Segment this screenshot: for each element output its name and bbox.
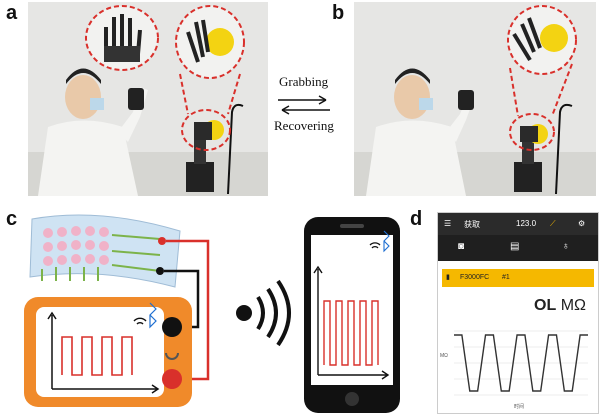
reading-value: OL	[534, 297, 557, 314]
camera-icon[interactable]: ◙	[458, 241, 465, 252]
wifi-icon	[133, 317, 147, 325]
photo-recovering	[354, 2, 596, 196]
photo-grabbing	[28, 2, 268, 196]
device-signal	[61, 336, 133, 376]
app-top-bar: ☰ 获取 123.0 ⟋ ⚙	[438, 213, 598, 235]
panel-label-b: b	[332, 2, 345, 24]
resistance-chart	[454, 330, 588, 396]
app-screenshot: ☰ 获取 123.0 ⟋ ⚙ ◙ ▤ ♁ ▮ F3000FC #1 OL MΩ …	[437, 212, 599, 414]
y-axis-label: MΩ	[440, 353, 448, 359]
x-axis-label: 时间	[514, 404, 525, 410]
app-value: 123.0	[516, 219, 537, 228]
grabbing-label: Grabbing	[279, 74, 329, 89]
device-header: ▮ F3000FC #1	[442, 269, 594, 287]
resistance-reading: OL MΩ	[534, 297, 586, 315]
app-toolbar: ◙ ▤ ♁	[438, 235, 598, 261]
panel-label-c: c	[6, 208, 18, 230]
bluetooth-icon	[149, 302, 157, 329]
menu-icon[interactable]: ☰	[444, 219, 452, 228]
device-icon: ▮	[446, 274, 450, 281]
photo-recovering-illustration	[354, 5, 596, 196]
phone-signal	[323, 300, 379, 366]
panel-label-d: d	[410, 208, 423, 230]
app-menu-label[interactable]: 获取	[464, 220, 480, 229]
system-diagram	[24, 214, 400, 413]
settings-icon[interactable]: ⚙	[578, 219, 586, 228]
bidirectional-arrows	[278, 95, 330, 115]
phone-wifi-icon	[369, 242, 381, 249]
reading-unit: MΩ	[560, 297, 586, 314]
photo-grabbing-illustration	[28, 5, 268, 196]
device-name: F3000FC	[460, 274, 490, 281]
recovering-label: Recovering	[274, 118, 334, 133]
device-channel: #1	[502, 274, 510, 281]
clipboard-icon[interactable]: ▤	[510, 241, 520, 252]
resistance-series-line	[454, 334, 588, 392]
wireless-source	[236, 305, 252, 321]
phone-bluetooth-icon	[383, 230, 390, 253]
sensor-array	[43, 226, 109, 266]
trend-icon[interactable]: ⟋	[550, 219, 556, 228]
panel-label-a: a	[6, 2, 18, 24]
probe-icon[interactable]: ♁	[562, 241, 570, 252]
